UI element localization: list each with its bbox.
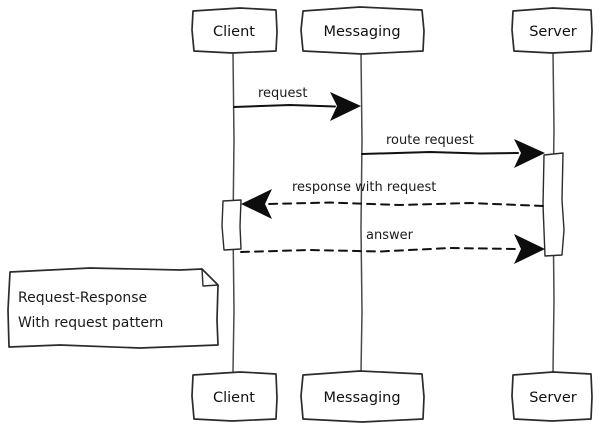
message-answer-arrowhead bbox=[514, 234, 545, 264]
message-request-label: request bbox=[258, 86, 307, 101]
foot-box-messaging-label: Messaging bbox=[323, 390, 400, 406]
foot-box-client-outline bbox=[191, 371, 278, 422]
message-response-with-request-line bbox=[267, 201, 544, 207]
message-route-request-label: route request bbox=[386, 133, 474, 148]
head-box-messaging[interactable]: Messaging bbox=[300, 6, 425, 55]
head-box-client[interactable]: Client bbox=[191, 7, 278, 54]
head-box-server-label: Server bbox=[529, 24, 577, 40]
message-request-arrowhead bbox=[330, 92, 361, 121]
foot-box-server-label: Server bbox=[529, 390, 577, 406]
activation-bars-group bbox=[221, 152, 565, 257]
message-response-with-request-label: response with request bbox=[292, 180, 436, 195]
message-route-request-line bbox=[361, 150, 519, 155]
pattern-note-outline bbox=[7, 267, 219, 349]
head-box-messaging-outline bbox=[300, 6, 425, 55]
head-box-messaging-label: Messaging bbox=[323, 24, 400, 40]
message-response-with-request[interactable]: response with request bbox=[241, 180, 544, 219]
pattern-note-line-2: With request pattern bbox=[18, 315, 163, 331]
message-response-with-request-arrowhead bbox=[241, 189, 272, 219]
message-request[interactable]: request bbox=[233, 86, 361, 121]
foot-box-server[interactable]: Server bbox=[511, 371, 593, 422]
foot-box-client-label: Client bbox=[213, 390, 255, 406]
lifeline-line-messaging bbox=[360, 51, 363, 373]
message-request-line bbox=[233, 103, 336, 108]
message-route-request[interactable]: route request bbox=[361, 133, 545, 168]
foot-box-server-outline bbox=[511, 371, 593, 422]
activation-bar-server bbox=[542, 152, 565, 257]
pattern-note[interactable]: Request-Response With request pattern bbox=[7, 267, 219, 349]
message-answer-line bbox=[240, 246, 519, 253]
foot-box-messaging-outline bbox=[300, 370, 425, 423]
head-box-client-outline bbox=[191, 7, 278, 54]
pattern-note-fold-icon bbox=[201, 268, 219, 287]
head-box-server[interactable]: Server bbox=[511, 7, 593, 54]
message-route-request-arrowhead bbox=[514, 139, 545, 168]
foot-box-messaging[interactable]: Messaging bbox=[300, 370, 425, 423]
head-box-client-label: Client bbox=[213, 24, 255, 40]
pattern-note-line-1: Request-Response bbox=[18, 290, 147, 306]
message-answer[interactable]: answer bbox=[240, 228, 545, 264]
message-answer-label: answer bbox=[366, 228, 414, 243]
activation-bar-client bbox=[221, 199, 242, 251]
foot-box-client[interactable]: Client bbox=[191, 371, 278, 422]
head-box-server-outline bbox=[511, 7, 593, 54]
